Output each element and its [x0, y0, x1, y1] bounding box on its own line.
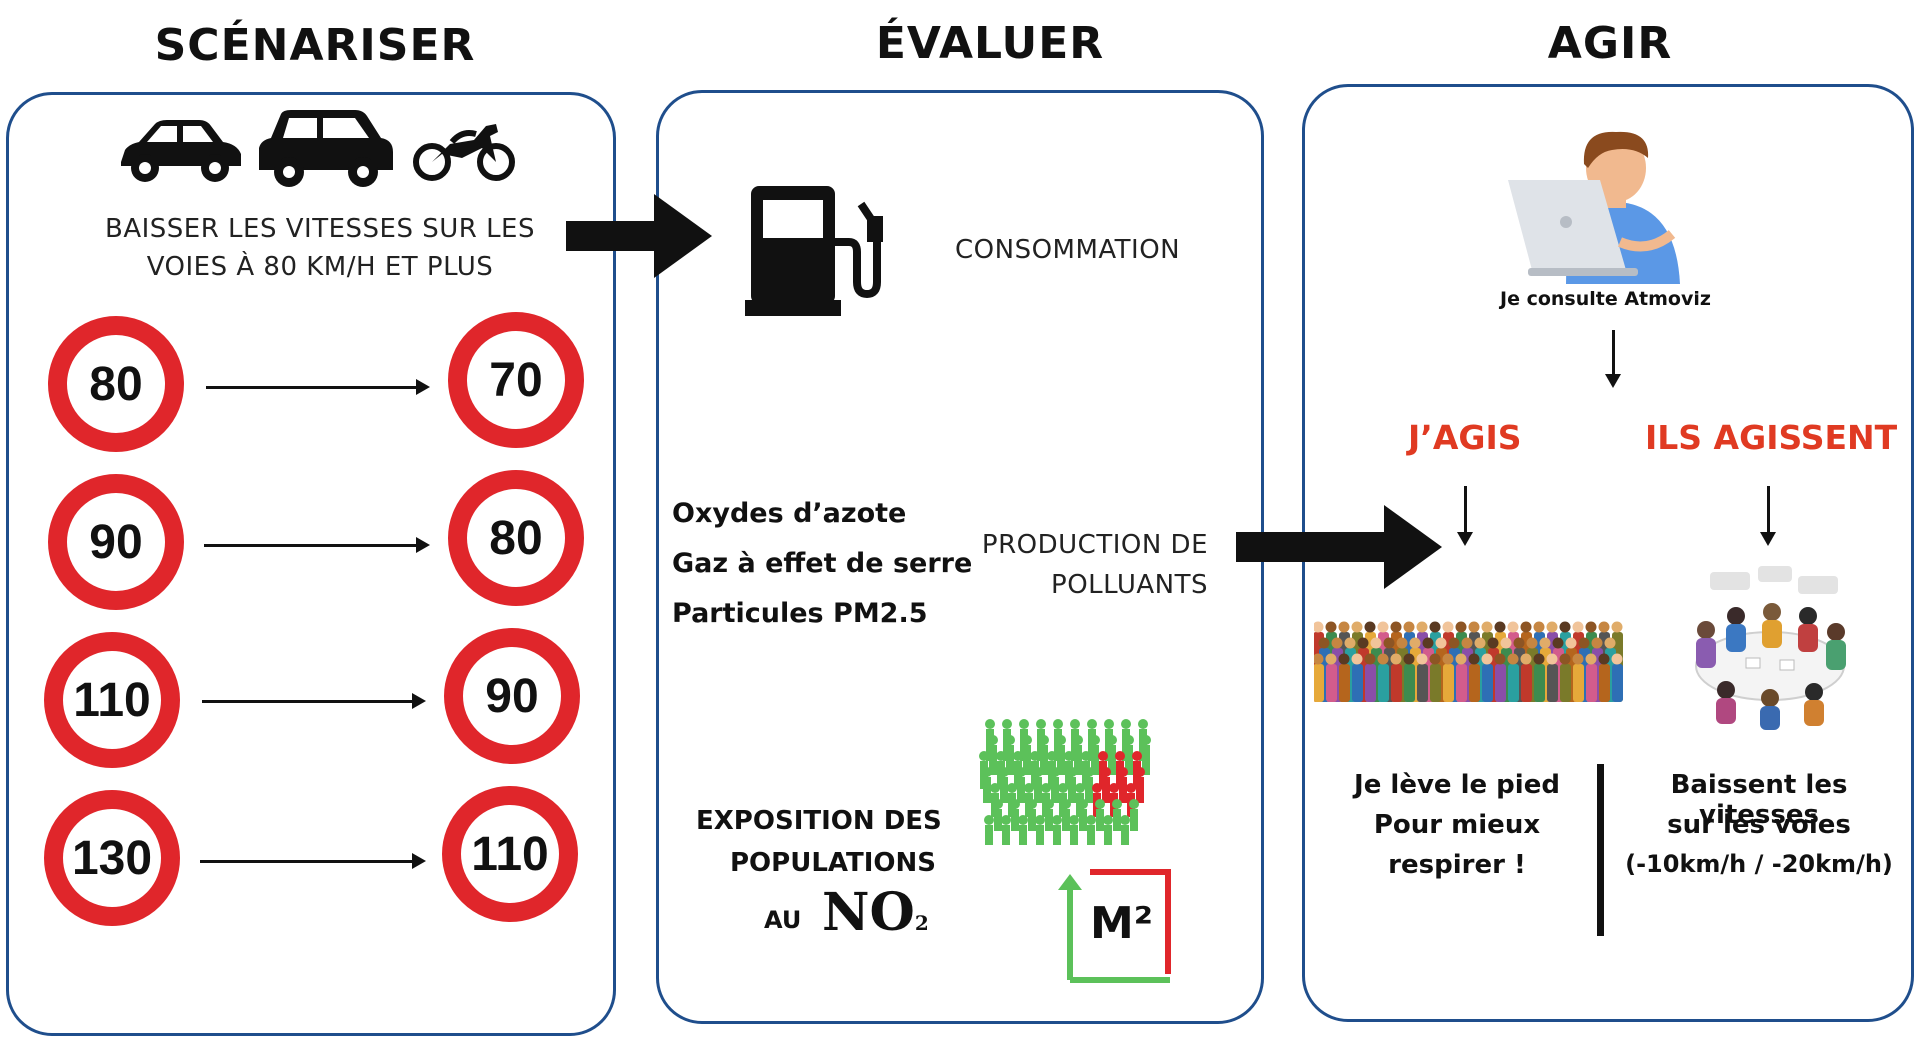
speed-sign-to: 110 [442, 786, 578, 922]
arrow-right [206, 379, 430, 395]
jagis-label: J’AGIS [1408, 418, 1522, 457]
no2-formula: NO2 [822, 882, 929, 943]
exposition-line1: EXPOSITION DES [696, 806, 942, 836]
arrow-right [202, 693, 426, 709]
flow-arrow-scenariser-to-evaluer [566, 194, 712, 278]
ils-agissent-label: ILS AGISSENT [1645, 418, 1898, 457]
meeting-illustration [1676, 566, 1860, 740]
ils-text-line3: (-10km/h / -20km/h) [1625, 850, 1893, 878]
scenario-description-line2: VOIES À 80 KM/H ET PLUS [146, 252, 494, 282]
motorcycle-icon [412, 118, 516, 186]
flow-arrow-evaluer-to-agir [1236, 505, 1442, 589]
jagis-text-line1: Je lève le pied [1354, 770, 1560, 800]
arrow-down [1760, 486, 1776, 546]
pollutant-item: Gaz à effet de serre [672, 548, 973, 579]
fuel-pump-icon [745, 182, 895, 326]
speed-sign-from: 110 [44, 632, 180, 768]
jagis-text-line2: Pour mieux [1373, 810, 1541, 840]
exposition-au: AU [764, 906, 802, 934]
area-m2-icon [1058, 868, 1178, 992]
pollutant-item: Oxydes d’azote [672, 498, 907, 529]
population-grid-icon [978, 716, 1166, 862]
exposition-line2: POPULATIONS [730, 848, 936, 878]
m2-label: M² [1090, 898, 1154, 949]
arrow-right [204, 537, 430, 553]
speed-sign-from: 90 [48, 474, 184, 610]
consult-atmoviz-label: Je consulte Atmoviz [1500, 288, 1711, 310]
arrow-down [1457, 486, 1473, 546]
divider-line [1597, 764, 1604, 936]
heading-evaluer: ÉVALUER [875, 18, 1105, 69]
arrow-down [1605, 330, 1621, 388]
speed-sign-from: 80 [48, 316, 184, 452]
car-icon [115, 114, 245, 190]
person-laptop-icon [1508, 124, 1706, 288]
heading-scenariser: SCÉNARISER [154, 20, 476, 71]
speed-sign-from: 130 [44, 790, 180, 926]
consommation-label: CONSOMMATION [955, 235, 1181, 265]
suv-icon [255, 108, 397, 192]
scenario-description-line1: BAISSER LES VITESSES SUR LES [105, 214, 535, 244]
speed-sign-to: 90 [444, 628, 580, 764]
pollutant-item: Particules PM2.5 [672, 598, 928, 629]
no2-main: NO [822, 882, 915, 943]
production-line2: POLLUANTS [1051, 570, 1208, 600]
no2-subscript: 2 [914, 911, 929, 935]
jagis-text-line3: respirer ! [1388, 850, 1526, 880]
speed-sign-to: 70 [448, 312, 584, 448]
production-line1: PRODUCTION DE [981, 530, 1208, 560]
ils-text-line2: sur les voies [1667, 810, 1851, 840]
heading-agir: AGIR [1547, 18, 1673, 69]
crowd-illustration [1312, 614, 1626, 718]
ils-text-line1: Baissent les vitesses [1670, 770, 1848, 830]
speed-sign-to: 80 [448, 470, 584, 606]
arrow-right [200, 853, 426, 869]
